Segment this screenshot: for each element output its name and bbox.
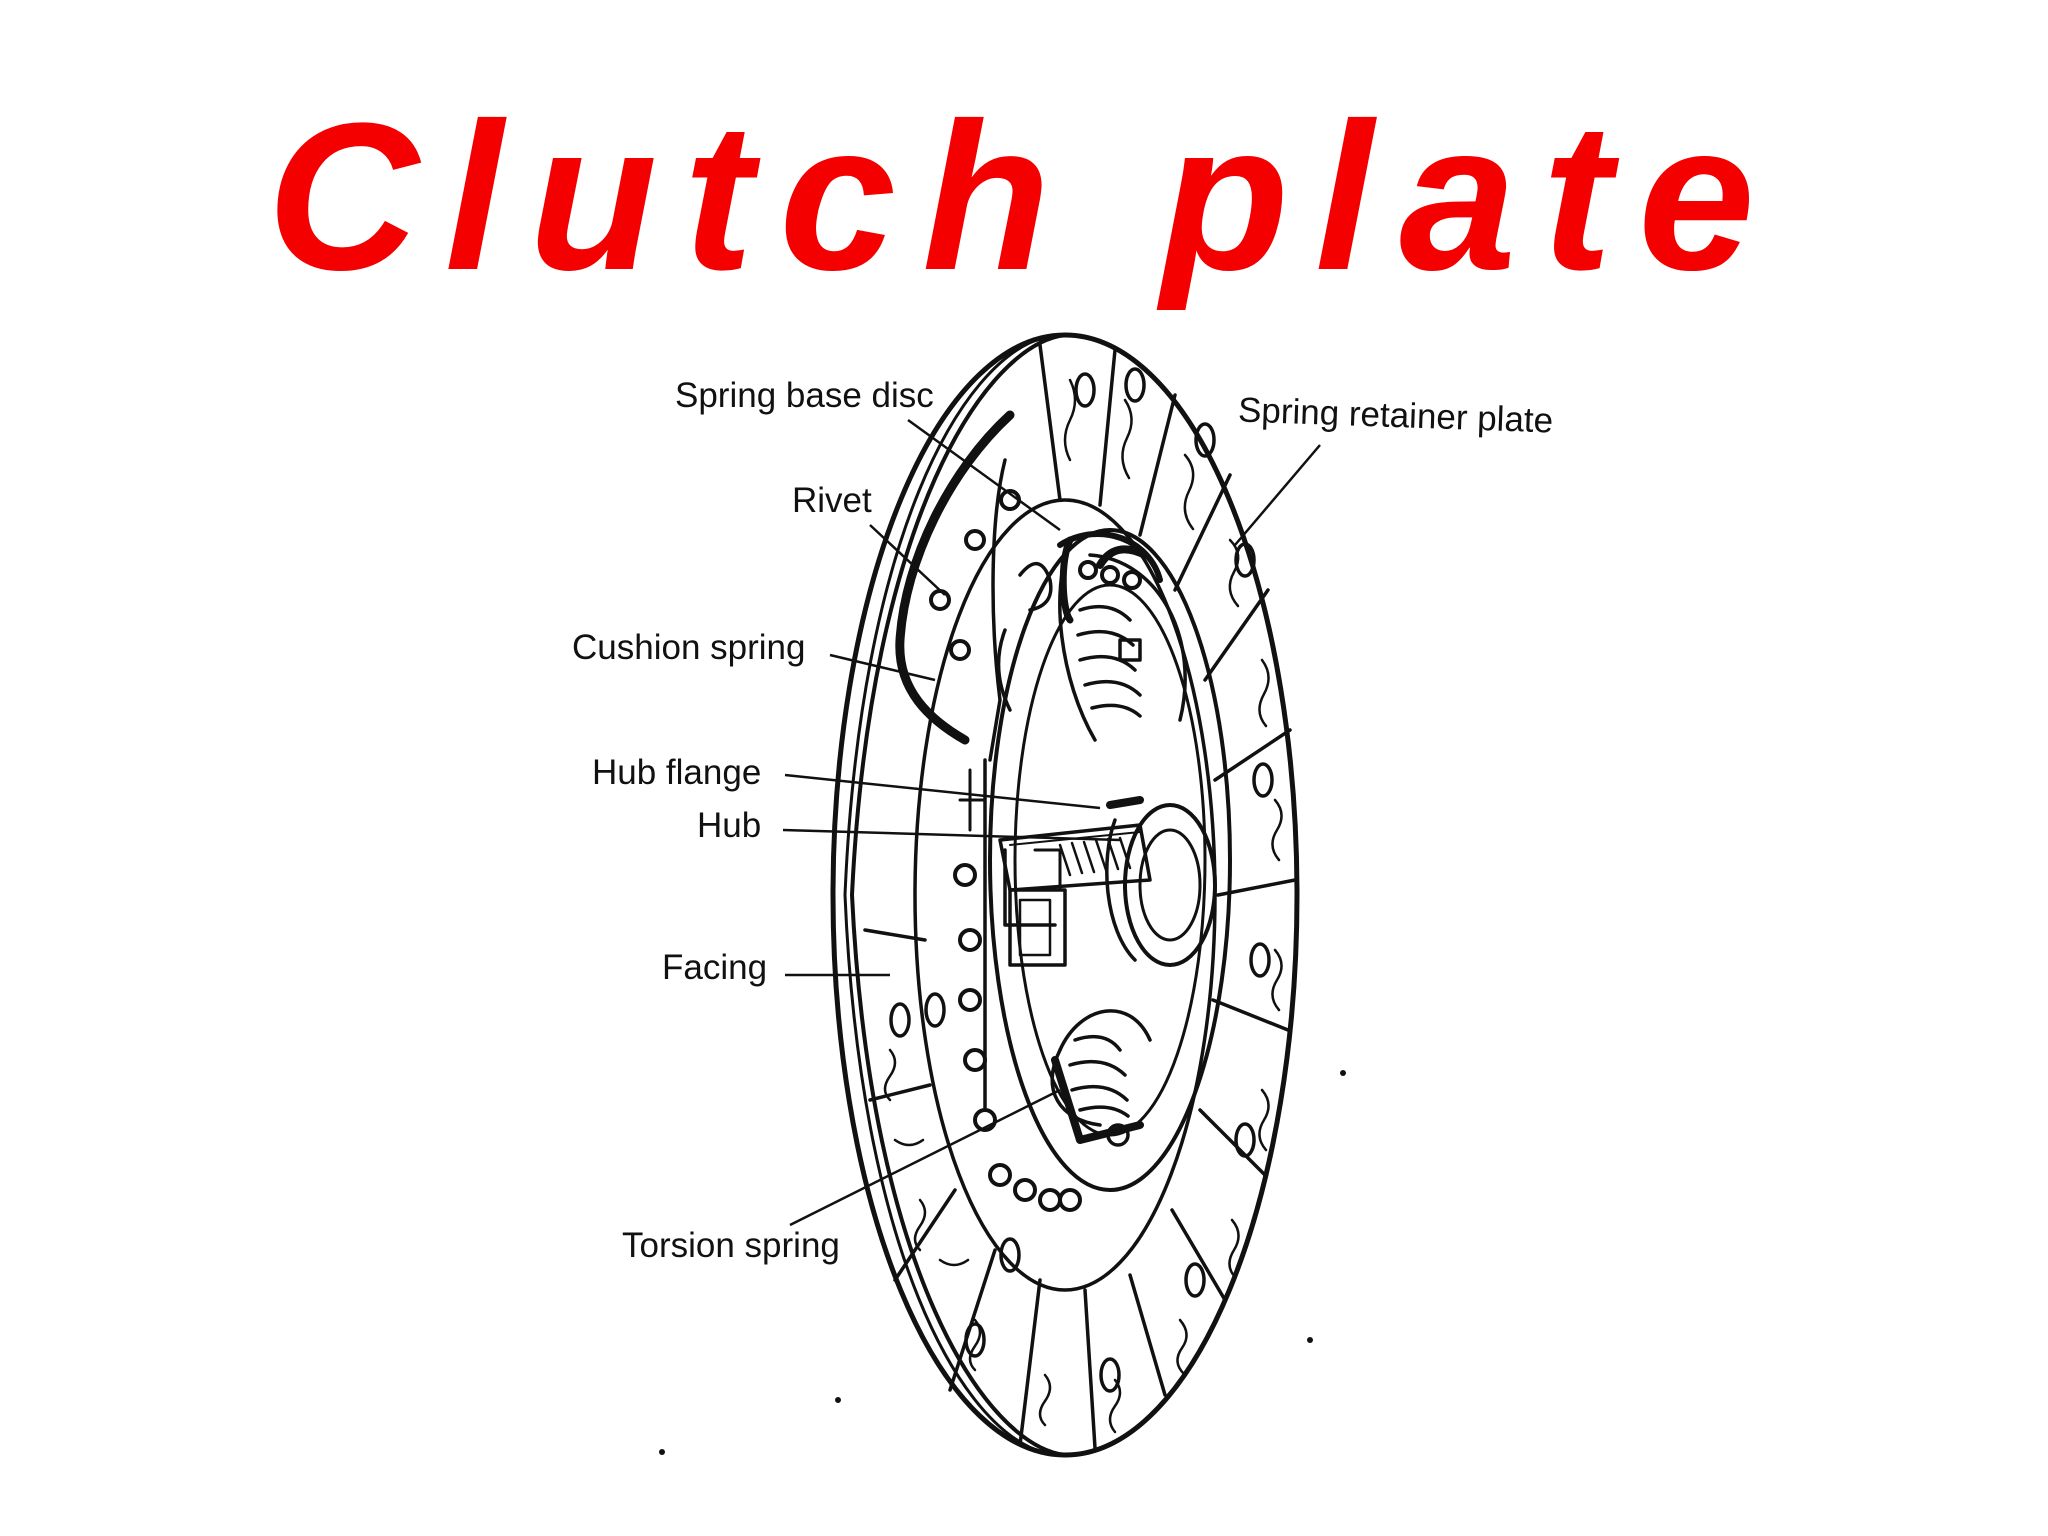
spring-base-disc-edge [895,410,1015,745]
label-hub-flange: Hub flange [592,753,762,792]
label-cushion-spring: Cushion spring [572,628,806,667]
label-torsion-spring: Torsion spring [622,1226,840,1265]
page-title: Clutch plate [267,79,1781,314]
facing-rivets [889,367,1274,1393]
upper-torsion-spring [1058,543,1187,742]
hub [998,796,1217,967]
hub-flange [988,528,1232,1192]
facing-segments [863,343,1297,1450]
clutch-disc [830,332,1300,1458]
label-spring-base-disc: Spring base disc [675,376,934,415]
label-hub: Hub [697,806,762,845]
label-facing: Facing [662,948,768,987]
disc-edge [850,333,1067,1457]
leader-lines [782,418,1321,1227]
lower-torsion-spring [1050,1009,1152,1147]
hub-bore [1123,803,1217,967]
diagram-panel [355,310,1730,1536]
spring-retainer-plate-edge [1057,531,1163,583]
label-rivet: Rivet [792,481,872,520]
